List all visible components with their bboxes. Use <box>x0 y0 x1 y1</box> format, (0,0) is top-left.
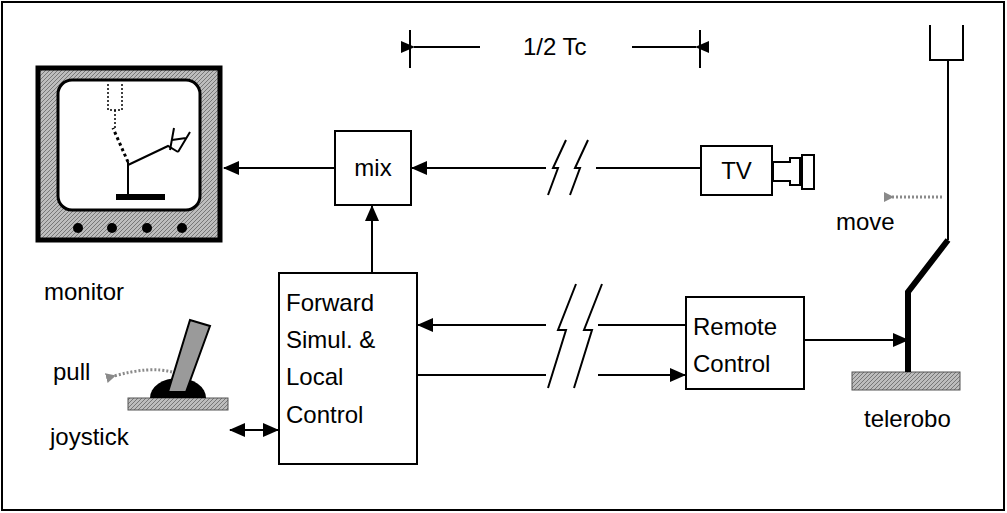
connector-arrow <box>230 429 278 431</box>
motion-label: move <box>833 208 898 236</box>
process-box: Remote Control <box>685 296 805 390</box>
path-shape <box>773 158 800 185</box>
figure-label: joystick <box>48 423 131 451</box>
rect-shape <box>128 398 228 410</box>
rect-shape <box>546 315 598 335</box>
process-box: mix <box>334 130 412 206</box>
line-shape <box>127 162 129 197</box>
rect-shape <box>38 68 220 240</box>
path-shape <box>548 284 576 388</box>
figure-label: telerobo <box>862 405 953 433</box>
path-shape <box>908 240 948 372</box>
line-shape <box>114 110 116 128</box>
box-label: Remote Control <box>693 308 797 382</box>
delay-label: 1/2 Tc <box>520 33 590 61</box>
circle-shape <box>142 223 152 233</box>
path-shape <box>548 140 566 195</box>
line-shape <box>113 128 128 162</box>
path-shape <box>108 84 122 110</box>
rect-shape <box>852 372 960 390</box>
circle-shape <box>73 223 83 233</box>
connector-arrow <box>371 206 373 272</box>
line-shape <box>414 46 480 48</box>
camera-box: TV <box>700 145 773 196</box>
path-shape <box>892 196 942 199</box>
line-shape <box>409 30 411 68</box>
box-label: mix <box>354 154 391 182</box>
line-shape <box>116 194 165 200</box>
figure-label: monitor <box>42 278 126 306</box>
path-shape <box>168 320 210 392</box>
box-label: TV <box>721 157 752 185</box>
circle-shape <box>177 223 187 233</box>
motion-label: pull <box>50 358 93 386</box>
path-shape <box>930 25 963 60</box>
path-shape <box>570 140 588 195</box>
monitor-figure: monitor <box>38 66 224 310</box>
joystick-figure: joystick <box>45 318 230 455</box>
monitor-drawing <box>38 68 220 240</box>
line-shape <box>632 46 696 48</box>
connector-arrow <box>224 167 334 169</box>
joystick-drawing <box>114 320 228 410</box>
line-shape <box>947 60 949 240</box>
rect-shape <box>58 80 200 210</box>
delay-bracket <box>410 30 700 68</box>
connector-arrow <box>805 339 908 341</box>
path-shape <box>114 370 172 376</box>
rect-shape <box>802 155 814 189</box>
line-shape <box>699 30 701 68</box>
box-label: Forward Simul. & Local Control <box>286 284 410 433</box>
camera-lens <box>773 155 814 189</box>
circle-shape <box>107 223 117 233</box>
process-box: Forward Simul. & Local Control <box>278 272 418 465</box>
path-shape <box>574 284 602 388</box>
path-shape <box>170 128 190 152</box>
